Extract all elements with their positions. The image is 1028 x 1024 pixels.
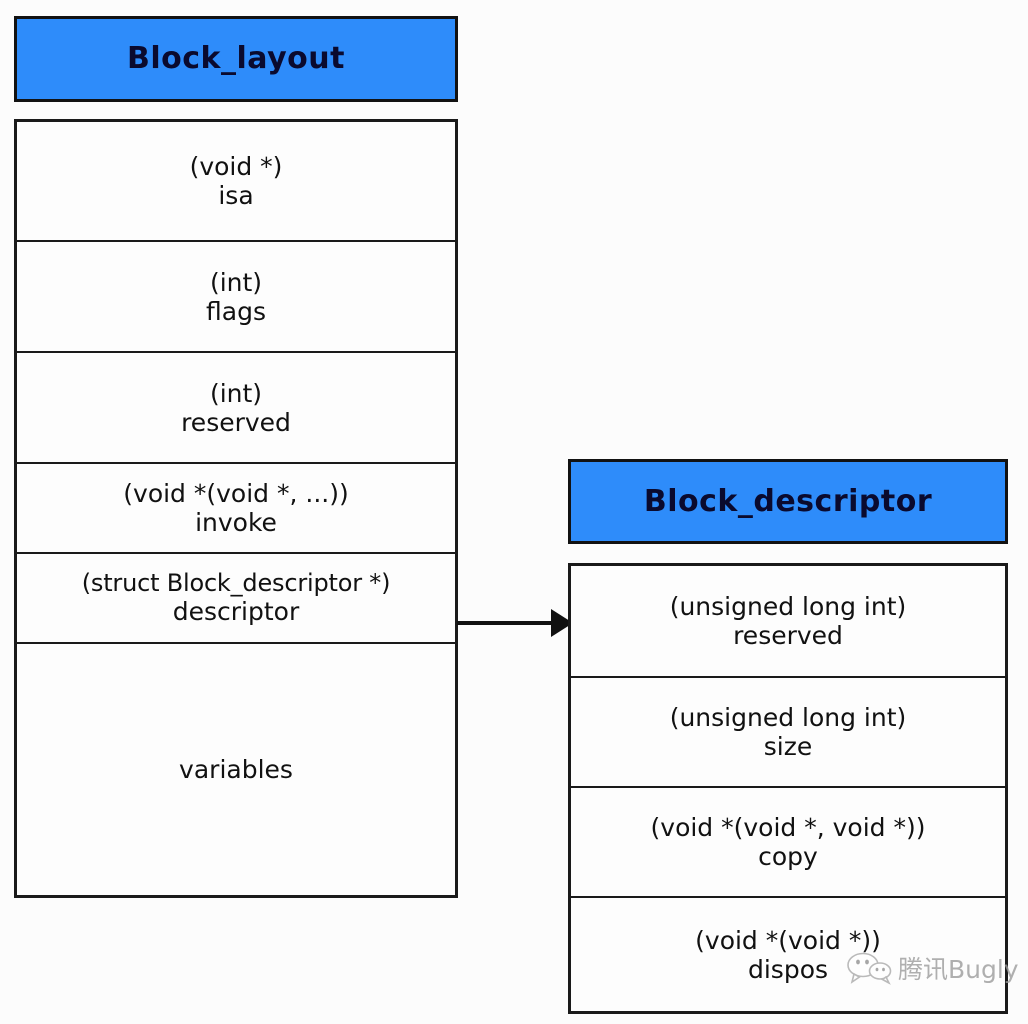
struct-title-block-layout: Block_layout [127, 41, 345, 76]
field-name-flags: flags [206, 296, 266, 326]
struct-header-block-layout[interactable]: Block_layout [14, 16, 458, 102]
field-type-descriptor-copy: (void *(void *, void *)) [650, 813, 926, 842]
field-row-descriptor-dispose[interactable]: (void *(void *)) dispos [571, 898, 1005, 1011]
field-type-invoke: (void *(void *, ...)) [123, 479, 349, 508]
struct-body-block-layout: (void *) isa (int) flags (int) reserved … [14, 119, 458, 898]
field-type-descriptor-dispose: (void *(void *)) [695, 925, 881, 955]
field-name-isa: isa [218, 181, 254, 210]
struct-title-block-descriptor: Block_descriptor [643, 483, 933, 519]
struct-body-block-descriptor: (unsigned long int) reserved (unsigned l… [568, 563, 1008, 1014]
field-row-invoke[interactable]: (void *(void *, ...)) invoke [17, 464, 455, 554]
field-type-descriptor: (struct Block_descriptor *) [81, 568, 391, 597]
field-row-descriptor-reserved[interactable]: (unsigned long int) reserved [571, 566, 1005, 678]
field-type-flags: (int) [209, 267, 263, 297]
field-name-variables: variables [179, 755, 293, 784]
field-name-invoke: invoke [195, 508, 277, 537]
field-name-descriptor-copy: copy [758, 842, 818, 871]
field-type-descriptor-size: (unsigned long int) [669, 703, 907, 732]
arrow-icon [457, 609, 573, 637]
field-row-variables[interactable]: variables [17, 644, 455, 895]
struct-header-block-descriptor[interactable]: Block_descriptor [568, 459, 1008, 544]
field-name-descriptor-dispose: dispos [747, 954, 829, 984]
connector-descriptor-to-block-descriptor [455, 600, 575, 648]
field-row-descriptor-size[interactable]: (unsigned long int) size [571, 678, 1005, 788]
field-row-isa[interactable]: (void *) isa [17, 122, 455, 242]
field-row-reserved[interactable]: (int) reserved [17, 353, 455, 464]
field-row-flags[interactable]: (int) flags [17, 242, 455, 353]
field-name-descriptor-size: size [763, 732, 813, 761]
field-row-descriptor[interactable]: (struct Block_descriptor *) descriptor [17, 554, 455, 644]
field-name-descriptor: descriptor [172, 597, 300, 627]
field-row-descriptor-copy[interactable]: (void *(void *, void *)) copy [571, 788, 1005, 898]
field-type-reserved: (int) [209, 378, 263, 408]
field-type-isa: (void *) [189, 152, 283, 181]
field-type-descriptor-reserved: (unsigned long int) [669, 592, 907, 621]
field-name-descriptor-reserved: reserved [733, 621, 843, 650]
field-name-reserved: reserved [181, 407, 291, 437]
